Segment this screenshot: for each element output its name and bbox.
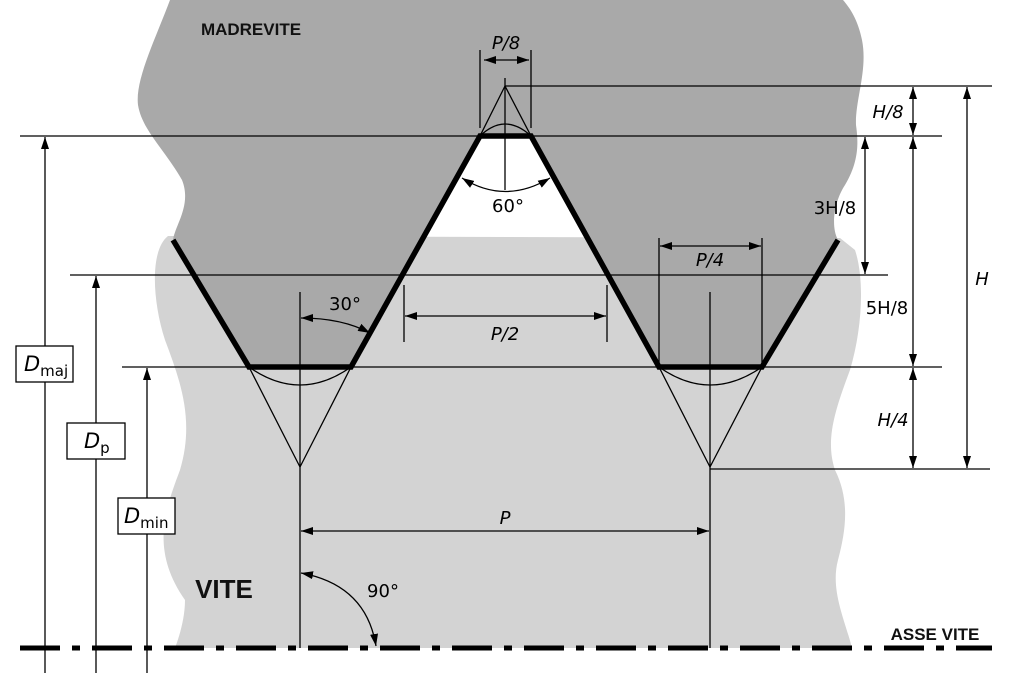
angle-60-label: 60° <box>492 196 524 217</box>
nut-label: MADREVITE <box>201 20 301 39</box>
axis-label: ASSE VITE <box>891 625 980 644</box>
svg-text:Dp: Dp <box>84 429 110 457</box>
dp-box: Dp <box>66 422 126 460</box>
p-label: P <box>500 508 511 529</box>
h5-8-label: 5H/8 <box>866 298 909 319</box>
svg-text:Dmin: Dmin <box>124 504 168 532</box>
dmin-box: Dmin <box>117 497 176 535</box>
h4-label: H/4 <box>877 410 908 431</box>
h3-8-label: 3H/8 <box>814 198 857 219</box>
p8-label: P/8 <box>492 33 520 54</box>
thread-profile <box>170 133 841 370</box>
angle-90-arc <box>300 571 378 647</box>
p4-label: P/4 <box>696 250 724 271</box>
dmaj-box: Dmaj <box>15 345 74 383</box>
angle-30-arc <box>300 314 371 334</box>
h8-label: H/8 <box>872 102 903 123</box>
screw-label: VITE <box>195 574 253 604</box>
angle-60-arc <box>461 177 551 193</box>
p2-label: P/2 <box>491 324 519 345</box>
angle-90-label: 90° <box>367 581 399 602</box>
svg-text:Dmaj: Dmaj <box>24 352 68 380</box>
angle-30-label: 30° <box>329 294 361 315</box>
h-label: H <box>975 269 989 290</box>
